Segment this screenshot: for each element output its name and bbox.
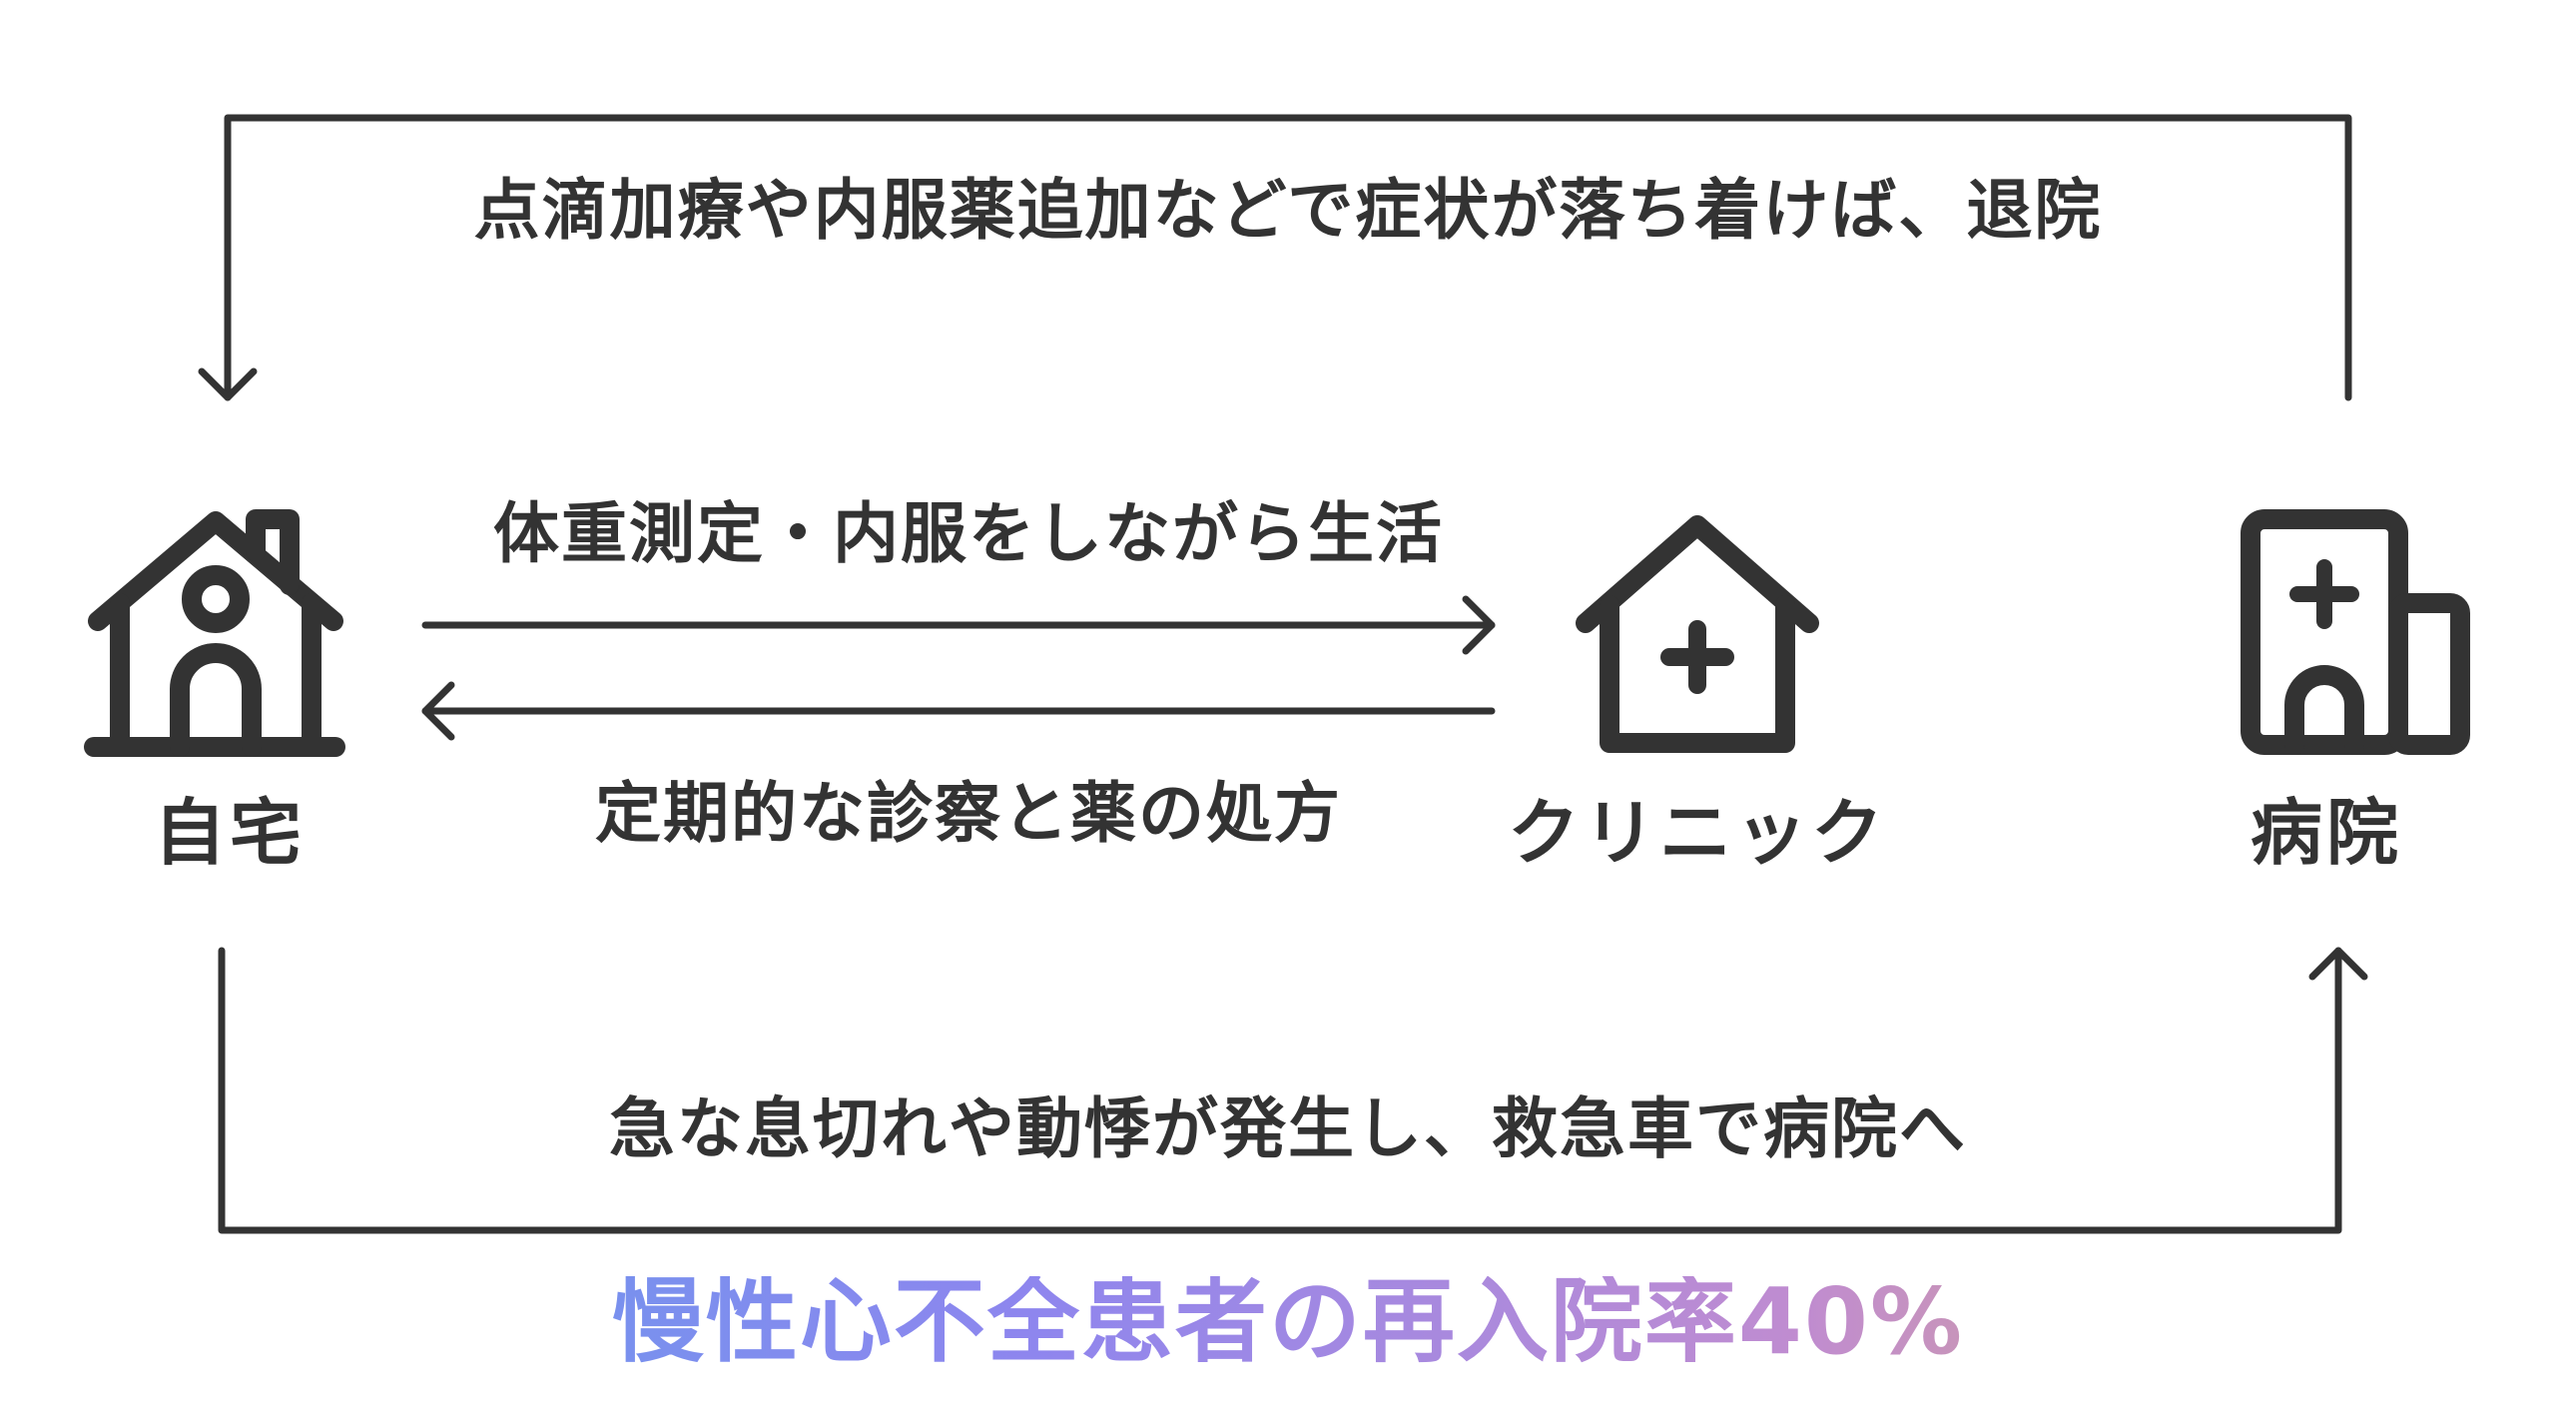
readmission-rate-footnote: 慢性心不全患者の再入院率40% (0, 1276, 2576, 1368)
edge-label-home-to-clinic: 体重測定・内服をしながら生活 (493, 495, 1444, 572)
edge-label-home-to-hospital: 急な息切れや動悸が発生し、救急車で病院へ (609, 1090, 1967, 1167)
edge-label-clinic-to-home: 定期的な診察と薬の処方 (595, 775, 1342, 852)
arrow-hospital-to-home (224, 114, 2352, 401)
footnote-container: 慢性心不全患者の再入院率40% (0, 1276, 2576, 1368)
house-person-icon (84, 509, 345, 757)
arrow-home-to-hospital (218, 947, 2342, 1234)
hospital-building-cross-icon (2241, 509, 2470, 755)
arrowhead-hospital-to-home (198, 367, 258, 401)
node-label-hospital: 病院 (2250, 791, 2402, 875)
edge-label-hospital-to-home: 点滴加療や内服薬追加などで症状が落ち着けば、退院 (473, 172, 2103, 249)
node-label-clinic: クリニック (1507, 791, 1887, 875)
node-label-home: 自宅 (153, 791, 306, 875)
arrowhead-clinic-to-home (421, 681, 455, 741)
arrowhead-home-to-clinic (1462, 595, 1496, 655)
arrowhead-home-to-hospital (2308, 947, 2368, 981)
clinic-house-cross-icon (1576, 515, 1819, 753)
